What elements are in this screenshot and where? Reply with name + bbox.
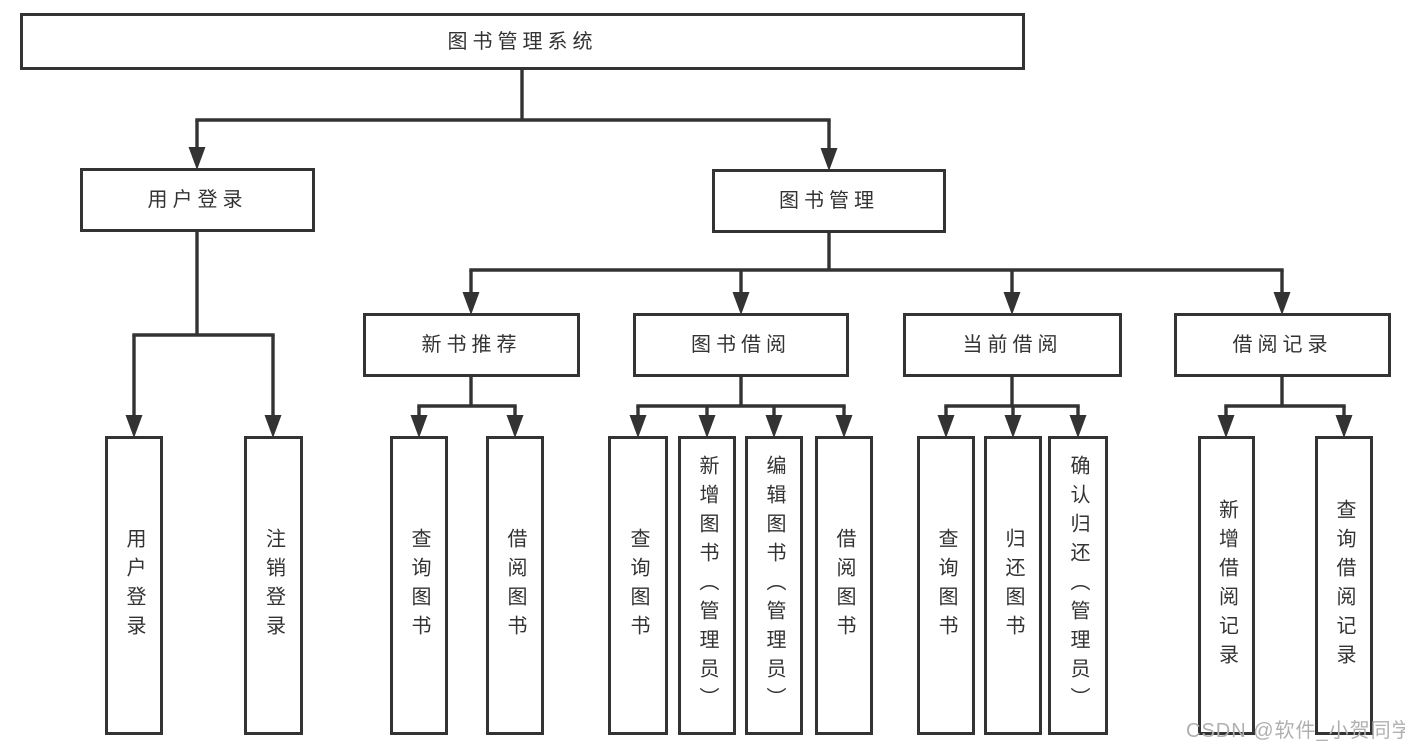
leaf-add-book-admin: 新增图书（管理员）: [678, 436, 736, 735]
leaf-user-login: 用户登录: [105, 436, 163, 735]
leaf-logout: 注销登录: [244, 436, 303, 735]
leaf-query-books-recommend: 查询图书: [390, 436, 448, 735]
node-library-management-system: 图书管理系统: [20, 13, 1025, 70]
node-label: 新增借阅记录: [1215, 498, 1238, 673]
node-label: 图书借阅: [691, 334, 791, 356]
node-label: 新增图书（管理员）: [696, 455, 718, 716]
node-user-login: 用户登录: [80, 168, 315, 232]
leaf-return-book: 归还图书: [984, 436, 1042, 735]
node-label: 查询借阅记录: [1333, 498, 1355, 673]
node-label: 图书管理: [779, 190, 879, 212]
leaf-edit-book-admin: 编辑图书（管理员）: [745, 436, 803, 735]
node-book-management: 图书管理: [712, 169, 946, 233]
node-book-borrowing: 图书借阅: [633, 313, 849, 377]
leaf-borrow-books-recommend: 借阅图书: [486, 436, 544, 735]
node-label: 确认归还（管理员）: [1067, 455, 1089, 716]
node-label: 注销登录: [262, 527, 285, 644]
node-label: 用户登录: [123, 527, 145, 644]
leaf-query-borrow-record: 查询借阅记录: [1315, 436, 1373, 735]
leaf-add-borrow-record: 新增借阅记录: [1198, 436, 1255, 735]
node-new-book-recommendation: 新书推荐: [363, 313, 580, 377]
node-borrowing-records: 借阅记录: [1174, 313, 1391, 377]
leaf-query-books-borrow: 查询图书: [608, 436, 668, 735]
node-label: 新书推荐: [421, 334, 522, 356]
node-label: 编辑图书（管理员）: [763, 455, 785, 716]
node-label: 查询图书: [408, 527, 430, 644]
leaf-confirm-return-admin: 确认归还（管理员）: [1048, 436, 1108, 735]
leaf-query-books-current: 查询图书: [917, 436, 975, 735]
node-label: 借阅图书: [504, 527, 526, 644]
node-label: 图书管理系统: [447, 30, 598, 53]
watermark: CSDN @软件_小贺同学: [1186, 720, 1405, 742]
node-label: 借阅记录: [1232, 334, 1333, 356]
node-current-borrowing: 当前借阅: [903, 313, 1122, 377]
node-label: 当前借阅: [962, 334, 1063, 356]
node-label: 查询图书: [627, 527, 649, 644]
node-label: 用户登录: [147, 189, 248, 211]
node-label: 归还图书: [1002, 527, 1024, 644]
node-label: 借阅图书: [833, 527, 855, 644]
leaf-borrow-books: 借阅图书: [815, 436, 873, 735]
node-label: 查询图书: [935, 527, 957, 644]
